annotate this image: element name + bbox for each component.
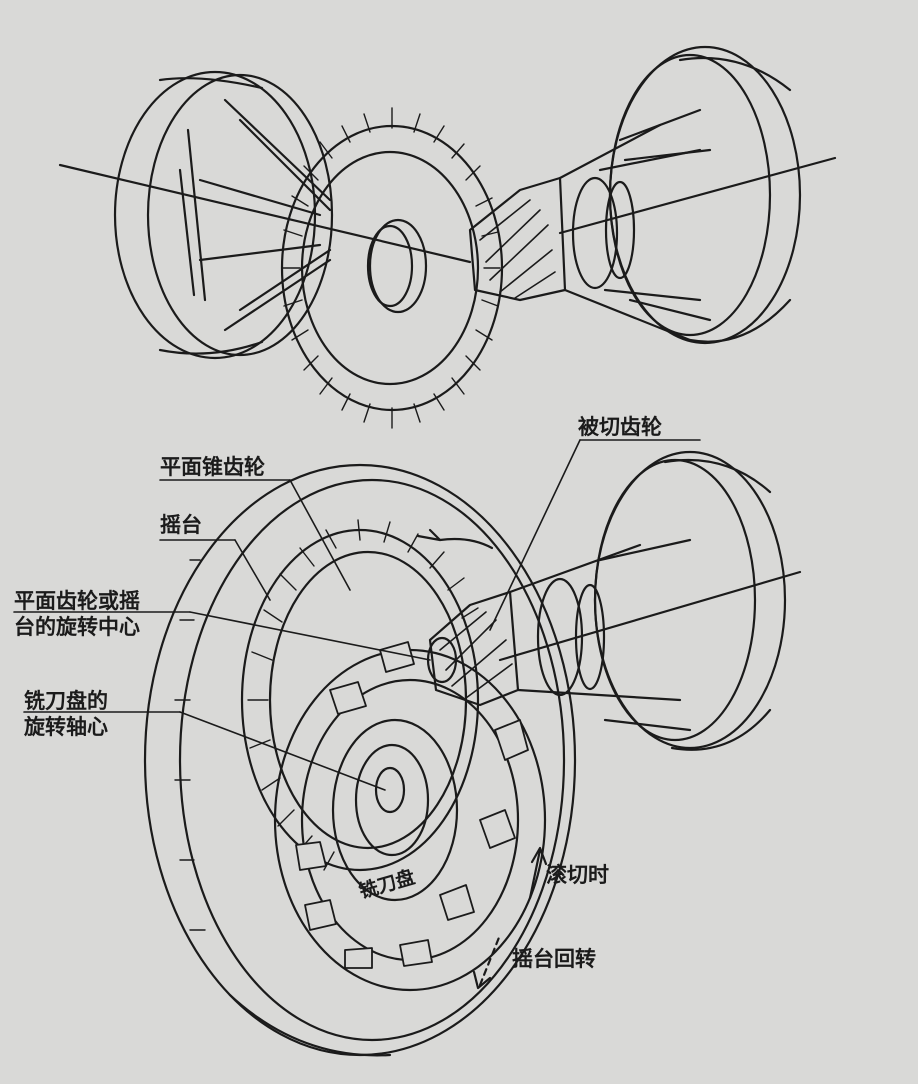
leader-lines <box>13 439 701 791</box>
label-rotation-center-line1: 平面齿轮或摇 <box>14 589 140 613</box>
label-cutter-axis: 铣刀盘的 旋转轴心 <box>24 688 108 740</box>
cradle-disc <box>143 463 577 1057</box>
top-pinion <box>468 176 567 302</box>
label-cradle: 摇台 <box>160 513 202 537</box>
label-generating: 滚切时 <box>546 863 609 887</box>
bottom-right-spindle <box>498 450 802 751</box>
label-cradle-return: 摇台回转 <box>512 947 596 971</box>
motion-arrows <box>416 528 548 990</box>
label-gear-being-cut: 被切齿轮 <box>578 415 662 439</box>
label-rotation-center-line2: 台的旋转中心 <box>14 615 140 639</box>
top-bevel-gear <box>58 107 504 429</box>
label-plane-bevel-gear: 平面锥齿轮 <box>160 455 265 479</box>
cutter-head <box>273 641 547 992</box>
top-right-spindle <box>558 45 837 345</box>
top-left-spindle <box>113 70 334 360</box>
label-rotation-center: 平面齿轮或摇 台的旋转中心 <box>14 588 140 640</box>
label-cutter-axis-line2: 旋转轴心 <box>24 715 108 739</box>
label-cutter-axis-line1: 铣刀盘的 <box>24 689 108 713</box>
